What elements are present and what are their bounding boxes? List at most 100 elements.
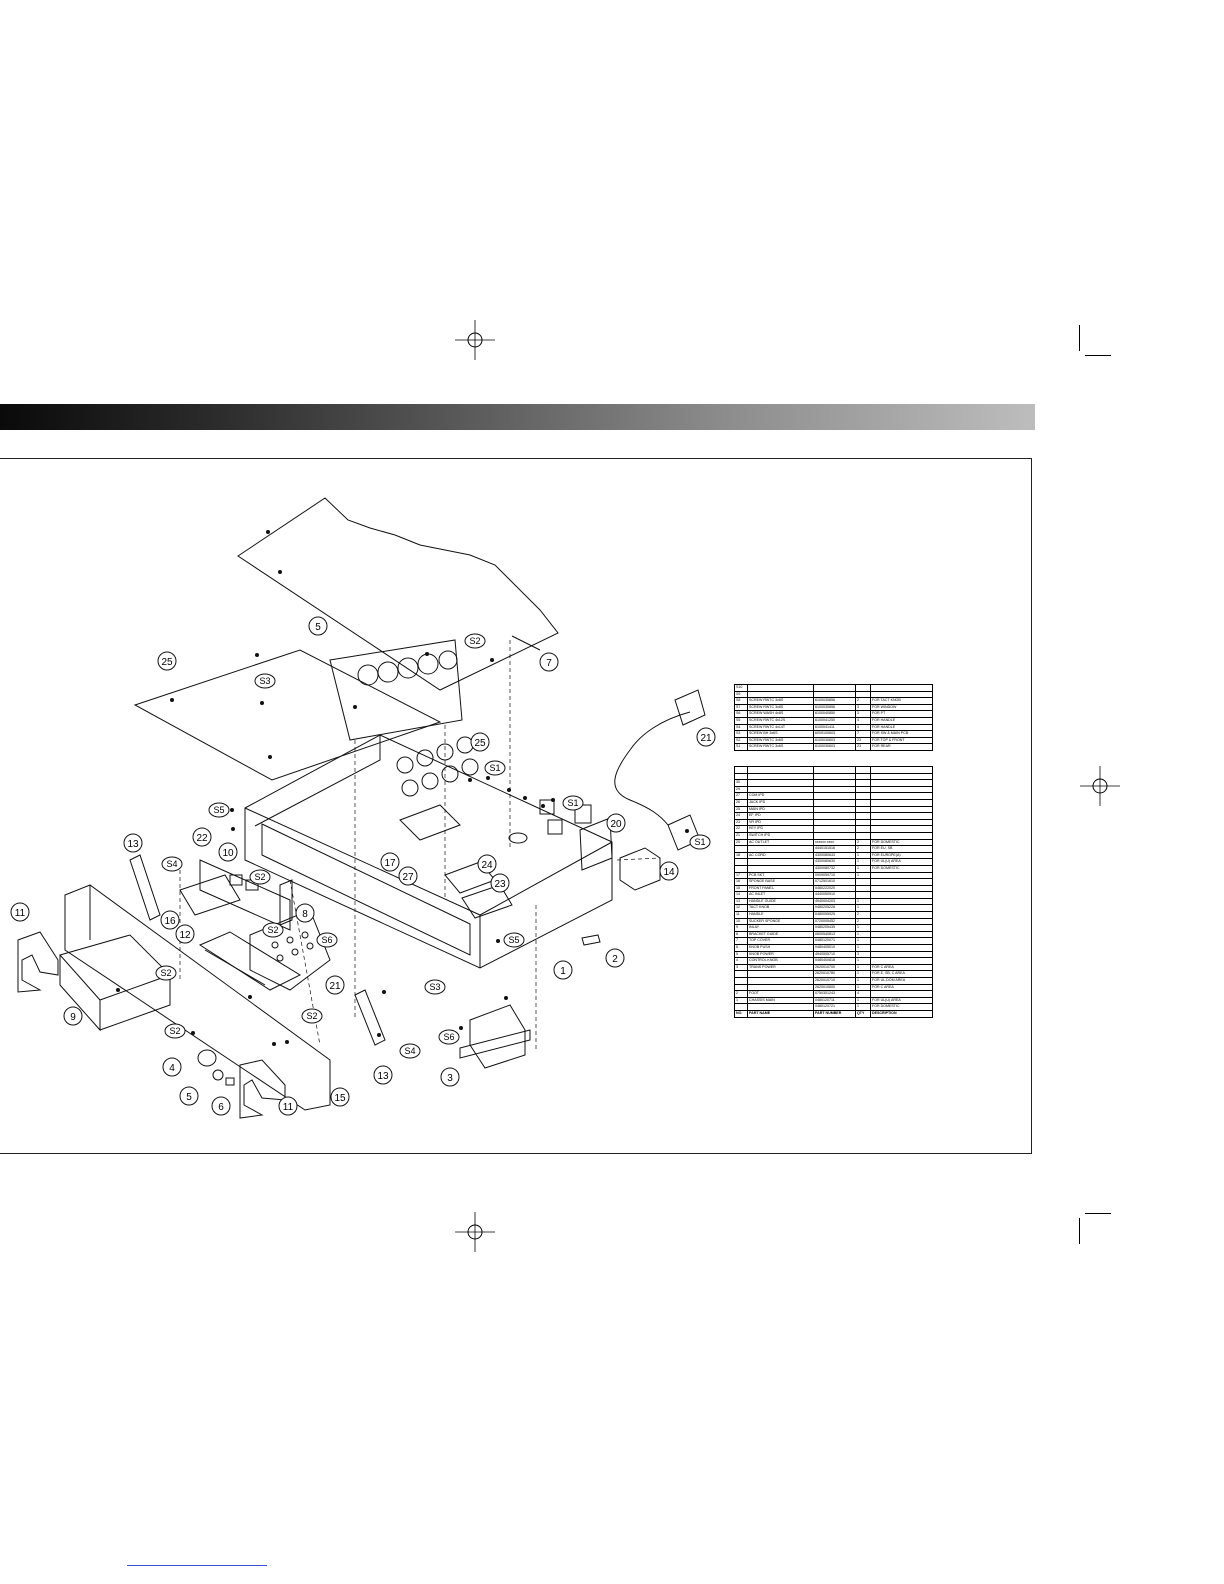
table-cell: 6100041411: [813, 723, 856, 732]
table-cell: 2620010780: [813, 970, 856, 978]
table-cell: KEY IPD: [747, 825, 814, 833]
table-cell: 1: [855, 977, 871, 985]
table-cell: [747, 766, 814, 774]
table-cell: [870, 831, 933, 840]
table-cell: [870, 690, 933, 699]
foot: [581, 934, 601, 946]
table-cell: FOR HANDLE: [870, 723, 933, 732]
callout-13-left: 13: [123, 833, 143, 853]
table-cell: 24: [734, 812, 748, 820]
table-cell: PCB SKT: [747, 871, 814, 880]
tact-knob-board: [198, 931, 302, 991]
registration-mark-top: [455, 320, 495, 360]
table-cell: [870, 825, 933, 833]
table-cell: 25: [734, 805, 748, 814]
table-cell: 20: [734, 838, 748, 847]
table-cell: 0720005452: [813, 917, 856, 926]
screw-callout-s2-d: S2: [155, 965, 177, 981]
table-cell: [747, 977, 814, 985]
table-cell: [870, 805, 933, 814]
table-cell: [870, 684, 933, 692]
svg-text:20: 20: [610, 819, 622, 830]
screw-callout-s5-a: S5: [208, 802, 230, 818]
table-cell: FOR PT: [870, 710, 933, 718]
top-cover: [237, 497, 559, 691]
table-cell: 1: [855, 851, 871, 860]
svg-text:S6: S6: [321, 935, 332, 945]
table-cell: [734, 983, 748, 992]
table-cell: 11: [734, 911, 748, 919]
table-cell: [855, 831, 871, 840]
table-cell: [855, 690, 871, 699]
vr-pcb: [461, 884, 513, 919]
table-cell: [855, 805, 871, 814]
table-cell: TRANS POWER: [747, 963, 814, 972]
table-cell: [855, 818, 871, 827]
table-cell: [734, 864, 748, 873]
table-cell: xxxxxx xxxx: [813, 838, 856, 847]
table-cell: S10: [734, 684, 748, 692]
table-cell: 0480222020: [813, 884, 856, 893]
svg-text:S5: S5: [213, 805, 224, 815]
callout-2: 2: [605, 948, 625, 968]
table-cell: 2: [855, 845, 871, 853]
assembly-guide-lines: [179, 640, 661, 1050]
table-cell: [734, 858, 748, 866]
table-cell: 1: [855, 957, 871, 965]
table-cell: 23: [855, 743, 871, 751]
table-cell: [855, 812, 871, 820]
table-cell: [855, 891, 871, 899]
table-cell: 2: [734, 990, 748, 998]
callout-13-right: 13: [373, 1065, 393, 1085]
svg-text:5: 5: [315, 622, 321, 633]
svg-text:3: 3: [447, 1073, 453, 1084]
svg-text:S4: S4: [166, 859, 177, 869]
table-cell: [870, 779, 933, 787]
screw-callout-s2-f: S2: [301, 1008, 323, 1024]
table-cell: 9: [734, 924, 748, 932]
parts-table-row: [734, 766, 933, 774]
table-cell: [813, 779, 856, 787]
table-cell: QTY: [855, 1009, 871, 1018]
table-cell: 30: [734, 779, 748, 787]
table-cell: 1: [855, 924, 871, 932]
callout-7: 7: [539, 652, 559, 672]
table-cell: SCREW WASH 4x8S: [747, 710, 814, 718]
ac-cord: [614, 689, 706, 851]
table-cell: CONTROL KNOB: [747, 957, 814, 965]
table-cell: 0480400818: [813, 957, 856, 965]
table-cell: [747, 772, 814, 781]
table-cell: S4: [734, 723, 748, 732]
svg-text:6: 6: [218, 1102, 224, 1113]
table-cell: 7: [734, 937, 748, 946]
table-cell: [855, 766, 871, 774]
table-cell: JACK IPD: [747, 798, 814, 807]
table-cell: [734, 772, 748, 781]
table-cell: 4440050910: [813, 891, 856, 899]
rear-vent-panel: [329, 639, 463, 741]
table-cell: 0480120721: [813, 1003, 856, 1011]
svg-text:S5: S5: [508, 935, 519, 945]
table-cell: [734, 970, 748, 978]
table-cell: 4440151516: [813, 845, 856, 853]
table-cell: [734, 1003, 748, 1011]
svg-text:S1: S1: [694, 837, 705, 847]
table-cell: VR IPD: [747, 818, 814, 827]
table-cell: 2: [855, 911, 871, 919]
svg-text:13: 13: [377, 1071, 389, 1082]
handle-left: [17, 931, 59, 993]
callout-11-left: 11: [10, 902, 30, 922]
